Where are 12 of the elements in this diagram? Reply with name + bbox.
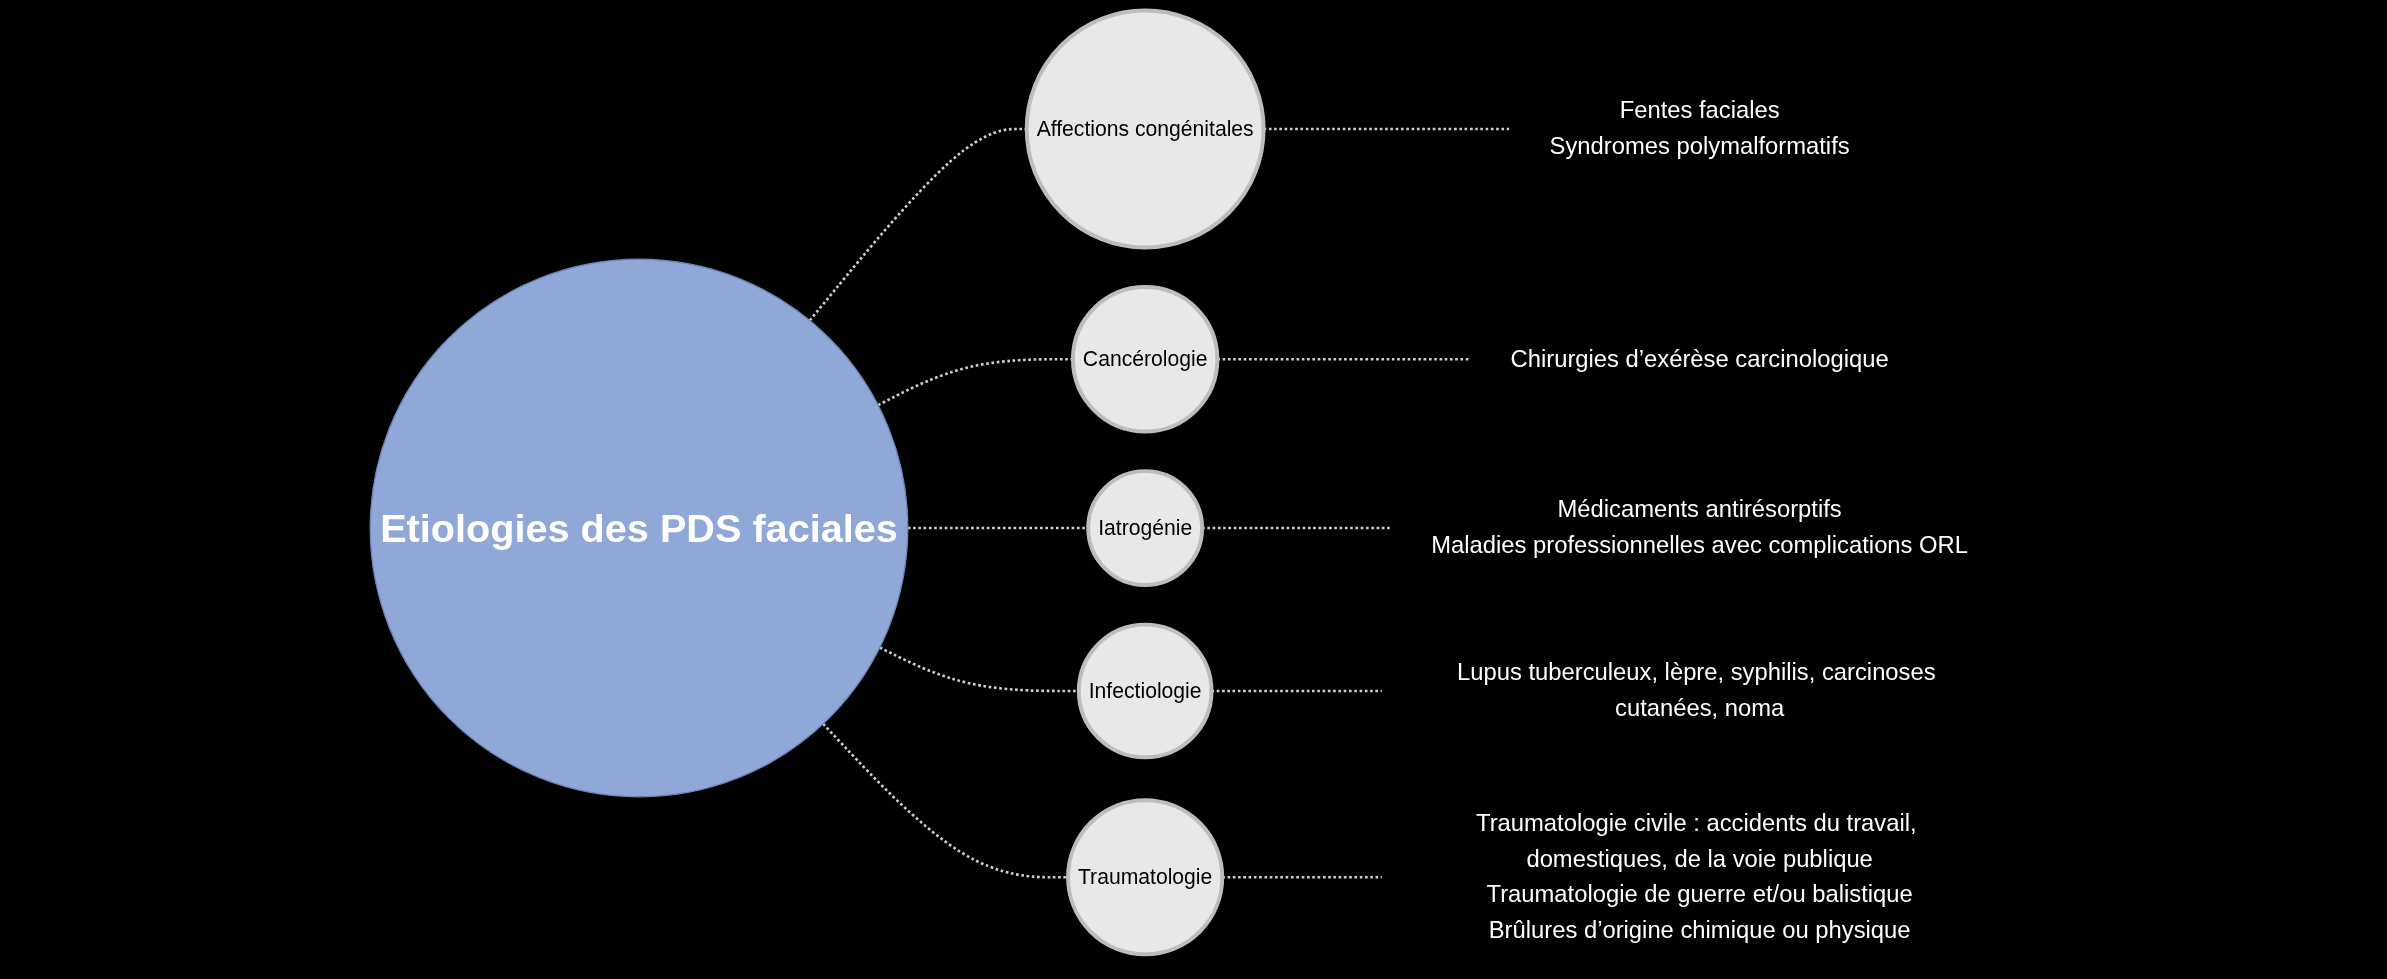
node-circle: Infectiologie [1076, 622, 1214, 760]
node-text: Traumatologie civile : accidents du travail, domestiques, de la voie publique Traumatologie de guerre et/ou balistique Brûlures d’origine chimique ou physique [1476, 809, 1917, 944]
connector [1202, 526, 1392, 530]
node-text: Fentes faciales Syndromes polymalformatifs [1549, 97, 1850, 160]
node-circle: Etiologies des PDS faciales [369, 258, 909, 798]
node-text: Lupus tuberculeux, lèpre, syphilis, carcinoses cutanées, noma [1457, 659, 1936, 722]
node-text: Chirurgies d’exérèse carcinologique [1510, 345, 1889, 372]
node-circle: Affections congénitales [1024, 8, 1266, 250]
node-circle: Iatrogénie [1086, 469, 1205, 587]
node-circle: Traumatologie [1066, 798, 1225, 957]
node-text: Médicaments antirésorptifs Maladies professionnelles avec complications ORL [1431, 496, 1968, 559]
node-circle: Cancérologie [1071, 285, 1220, 434]
